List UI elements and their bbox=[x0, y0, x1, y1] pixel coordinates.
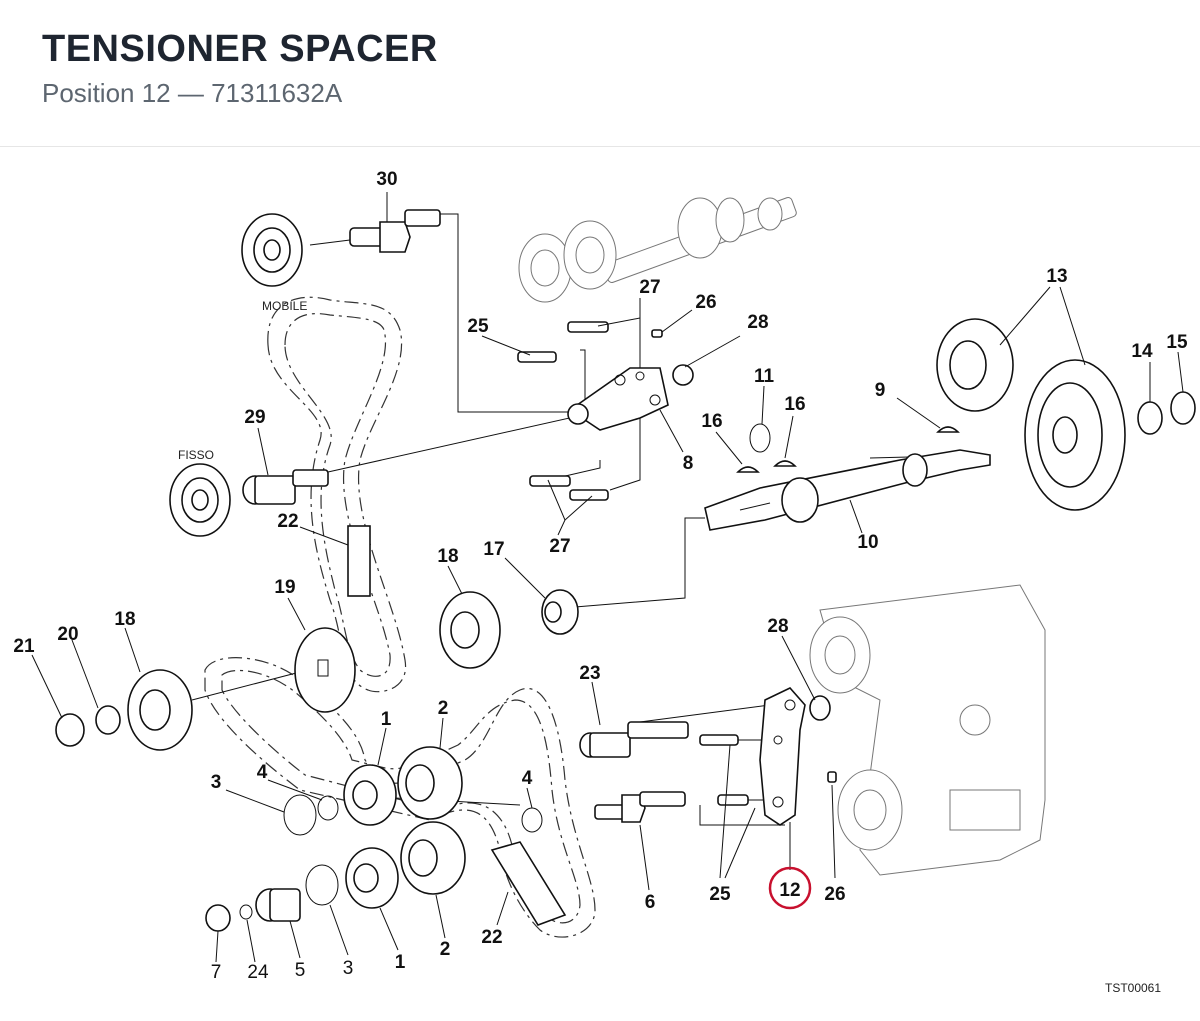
key-16b bbox=[773, 460, 797, 467]
bushing-5 bbox=[255, 888, 301, 922]
label-2-upper: 2 bbox=[438, 698, 449, 719]
tensioner-bracket bbox=[567, 367, 669, 431]
label-leaders bbox=[31, 192, 1184, 963]
key-16a bbox=[736, 466, 760, 473]
label-27-lower: 27 bbox=[549, 536, 570, 557]
label-17: 17 bbox=[483, 539, 504, 560]
label-3-lower: 3 bbox=[343, 958, 354, 979]
label-13: 13 bbox=[1046, 266, 1067, 287]
circlip-4-right bbox=[521, 807, 543, 833]
label-5: 5 bbox=[295, 960, 306, 981]
label-10: 10 bbox=[857, 532, 878, 553]
engine-housing bbox=[809, 584, 1046, 876]
label-23: 23 bbox=[579, 663, 600, 684]
label-15: 15 bbox=[1166, 332, 1188, 353]
nut-21 bbox=[55, 713, 85, 747]
spacer-17 bbox=[541, 589, 579, 635]
label-16-right: 16 bbox=[784, 394, 805, 415]
washer-24 bbox=[239, 904, 253, 920]
gear-13-large bbox=[1024, 359, 1126, 511]
label-29: 29 bbox=[244, 407, 265, 428]
label-24: 24 bbox=[247, 962, 269, 983]
highlight-circle bbox=[768, 866, 812, 910]
label-6: 6 bbox=[645, 892, 656, 913]
label-19: 19 bbox=[274, 577, 295, 598]
stud-29 bbox=[242, 469, 329, 505]
bearing-1-upper bbox=[343, 764, 397, 826]
label-7: 7 bbox=[211, 962, 222, 983]
pulley-2-upper bbox=[397, 746, 463, 820]
screws-upper bbox=[517, 321, 694, 501]
label-8: 8 bbox=[683, 453, 694, 474]
lower-belt-inner bbox=[221, 669, 581, 924]
idler-roller-mobile bbox=[241, 213, 303, 287]
label-11: 11 bbox=[754, 366, 775, 387]
camshaft bbox=[518, 197, 797, 303]
bearing-1-lower bbox=[345, 847, 399, 909]
label-25-upper: 25 bbox=[467, 316, 489, 337]
label-4-right: 4 bbox=[522, 768, 533, 789]
label-3-upper: 3 bbox=[211, 772, 222, 793]
nut-7 bbox=[205, 904, 231, 932]
exploded-diagram: MOBILE FISSO TST00061 30 27 26 25 28 13 … bbox=[0, 146, 1200, 1021]
note-mobile: MOBILE bbox=[262, 299, 307, 313]
label-28-upper: 28 bbox=[747, 312, 768, 333]
gear-13-small bbox=[936, 318, 1014, 412]
flange-19 bbox=[294, 627, 356, 713]
circlip-4-left bbox=[317, 795, 339, 821]
key-9 bbox=[936, 426, 960, 433]
label-28-lower: 28 bbox=[767, 616, 788, 637]
ring-11 bbox=[749, 423, 771, 453]
tensioner-spacer-plate bbox=[759, 687, 806, 826]
circlip-3-lower bbox=[305, 864, 339, 906]
label-4-left: 4 bbox=[257, 762, 268, 783]
label-1-upper: 1 bbox=[381, 709, 392, 730]
grub-screw-26 bbox=[827, 771, 837, 783]
belt-segment-22-lower bbox=[490, 841, 567, 926]
label-14: 14 bbox=[1131, 341, 1153, 362]
shaft-10 bbox=[704, 449, 991, 531]
label-22-upper: 22 bbox=[277, 511, 298, 532]
label-16-left: 16 bbox=[701, 411, 722, 432]
washer-14 bbox=[1137, 401, 1163, 435]
label-27-upper: 27 bbox=[639, 277, 660, 298]
label-30: 30 bbox=[376, 169, 397, 190]
label-26-upper: 26 bbox=[695, 292, 716, 313]
pulley-18-lower bbox=[127, 669, 193, 751]
pulley-18-upper bbox=[439, 591, 501, 669]
note-fisso: FISSO bbox=[178, 448, 214, 462]
idler-roller-fisso bbox=[169, 463, 231, 537]
label-1-lower: 1 bbox=[395, 952, 406, 973]
page-title: TENSIONER SPACER bbox=[42, 28, 438, 70]
label-26-lower: 26 bbox=[824, 884, 845, 905]
stud-23 bbox=[579, 721, 689, 758]
diagram-svg: MOBILE FISSO TST00061 30 27 26 25 28 13 … bbox=[13, 169, 1196, 995]
header: TENSIONER SPACER Position 12 — 71311632A bbox=[0, 0, 1200, 147]
label-18-upper: 18 bbox=[437, 546, 458, 567]
nut-15 bbox=[1170, 391, 1196, 425]
lower-belt bbox=[204, 657, 596, 938]
page-subtitle: Position 12 — 71311632A bbox=[42, 78, 343, 108]
stud-30 bbox=[349, 209, 441, 253]
belt-segment-22-upper bbox=[347, 525, 371, 597]
label-20: 20 bbox=[57, 624, 78, 645]
label-12: 12 bbox=[779, 880, 800, 901]
label-9: 9 bbox=[875, 380, 886, 401]
label-21: 21 bbox=[13, 636, 35, 657]
label-2-lower: 2 bbox=[440, 939, 451, 960]
stud-6 bbox=[594, 791, 686, 823]
label-18-lower: 18 bbox=[114, 609, 135, 630]
pulley-2-lower bbox=[400, 821, 466, 895]
oring-28 bbox=[809, 695, 831, 721]
circlip-3-upper bbox=[283, 794, 317, 836]
label-22-lower: 22 bbox=[481, 927, 502, 948]
washer-20 bbox=[95, 705, 121, 735]
position-labels: 30 27 26 25 28 13 14 15 11 9 16 16 29 8 … bbox=[13, 169, 1188, 983]
drawing-code: TST00061 bbox=[1105, 981, 1161, 995]
screws-25 bbox=[699, 734, 749, 806]
label-25-lower: 25 bbox=[709, 884, 731, 905]
